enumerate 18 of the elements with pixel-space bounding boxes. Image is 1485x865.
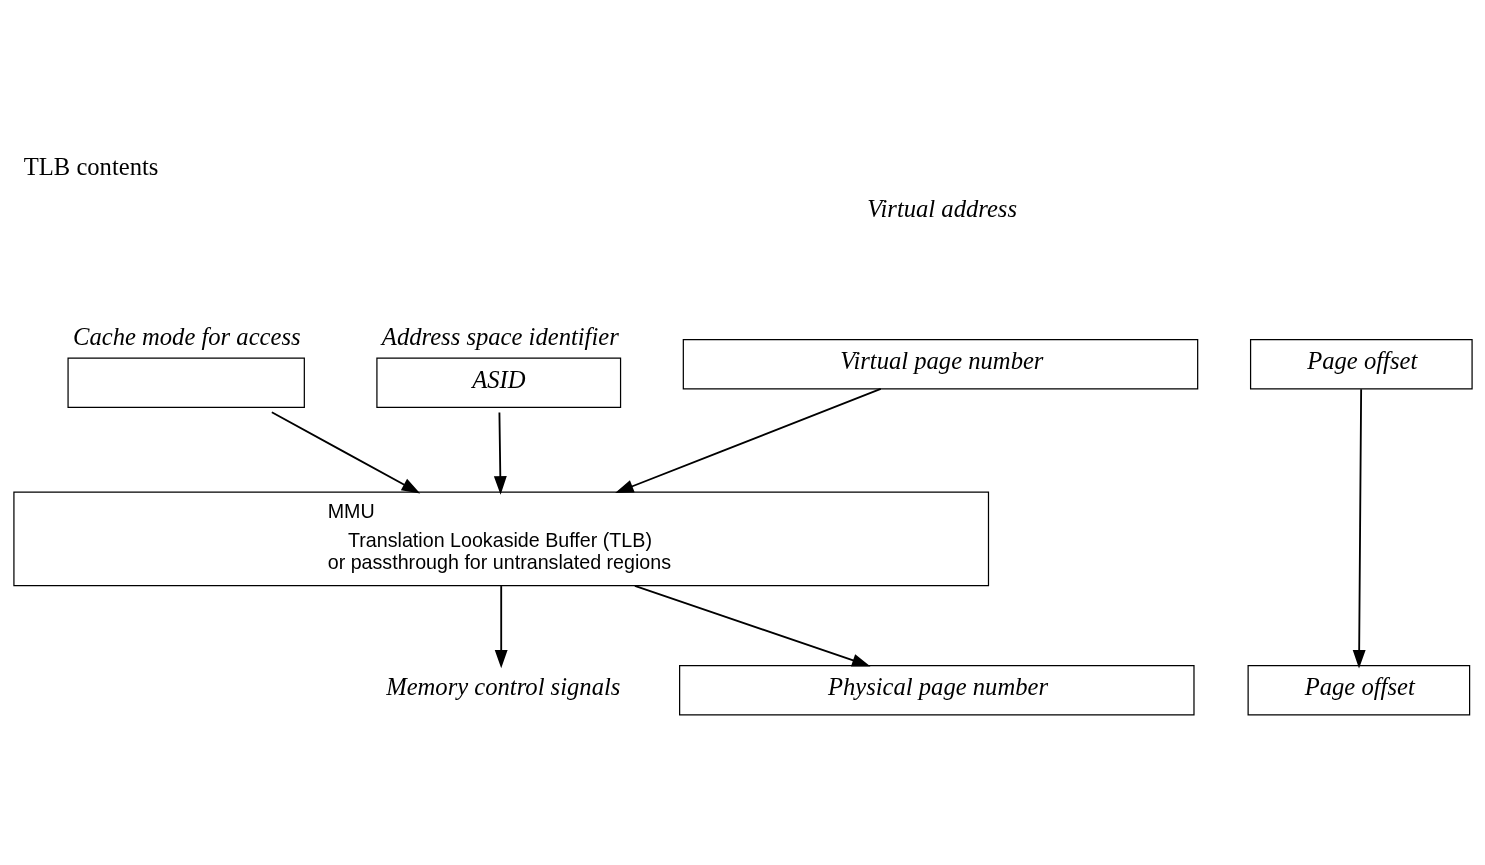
node-label: Address space identifier	[381, 322, 619, 350]
arrow	[614, 387, 882, 494]
arrow	[1352, 388, 1366, 669]
arrow	[493, 411, 507, 495]
node-box: Virtual page number	[682, 339, 1198, 390]
node-box: Physical page number	[678, 665, 1195, 716]
arrow	[270, 411, 420, 494]
node-box: Page offset	[1247, 665, 1470, 716]
arrow	[633, 584, 871, 667]
node-box: MMU Translation Lookaside Buffer (TLB) or passthrough for untranslated regions	[12, 491, 989, 587]
node-box	[66, 357, 305, 408]
label: Virtual address	[866, 194, 1017, 222]
arrow	[494, 585, 508, 669]
node-box: Page offset	[1249, 339, 1473, 390]
node-box: ASID	[375, 357, 621, 408]
node-label: Cache mode for access	[72, 322, 301, 350]
node-text: Memory control signals	[385, 673, 620, 701]
diagram-title: TLB contents	[23, 152, 158, 180]
